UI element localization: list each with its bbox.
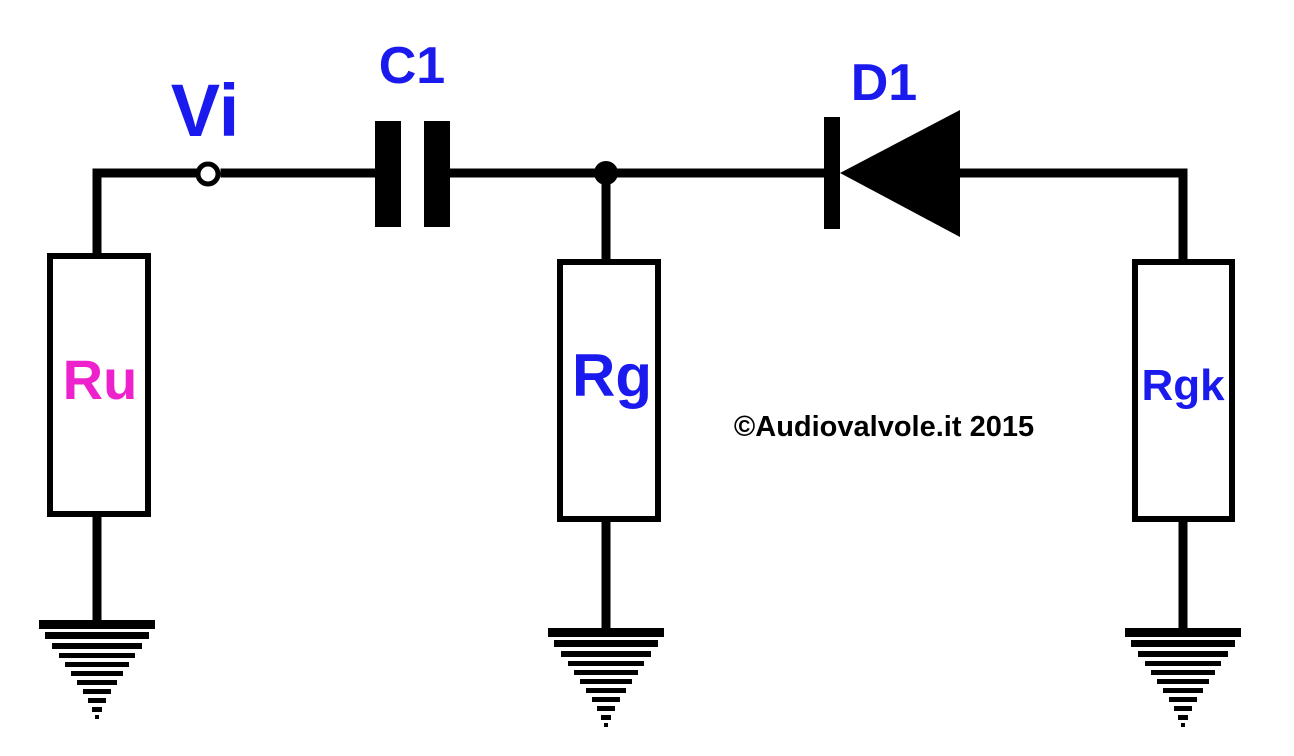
resistor-rgk-label: Rgk <box>1141 361 1225 410</box>
diode-anode-triangle <box>840 110 960 237</box>
capacitor-label: C1 <box>379 37 445 95</box>
copyright-text: ©Audiovalvole.it 2015 <box>734 411 1034 443</box>
resistor-rg-label: Rg <box>572 342 652 409</box>
resistor-rgk <box>1132 259 1235 522</box>
ground-symbol <box>39 620 155 719</box>
diode-label: D1 <box>851 54 917 112</box>
input-terminal <box>195 161 221 187</box>
wire-d1-to-rgk <box>953 168 1188 265</box>
capacitor-plate-right <box>424 121 450 227</box>
wire-ru-to-vi <box>92 168 200 258</box>
resistor-rg <box>557 259 661 522</box>
capacitor-plate-left <box>375 121 401 227</box>
ground-symbol <box>548 628 664 727</box>
diode-cathode-bar <box>824 117 840 229</box>
input-label: Vi <box>171 69 240 152</box>
diode-d1 <box>824 110 960 237</box>
resistor-ru-label: Ru <box>63 348 138 411</box>
resistor-ru <box>47 253 151 517</box>
junction-node <box>594 161 618 185</box>
ground-symbol <box>1125 628 1241 727</box>
capacitor-c1 <box>375 121 450 227</box>
wires <box>92 168 1188 633</box>
